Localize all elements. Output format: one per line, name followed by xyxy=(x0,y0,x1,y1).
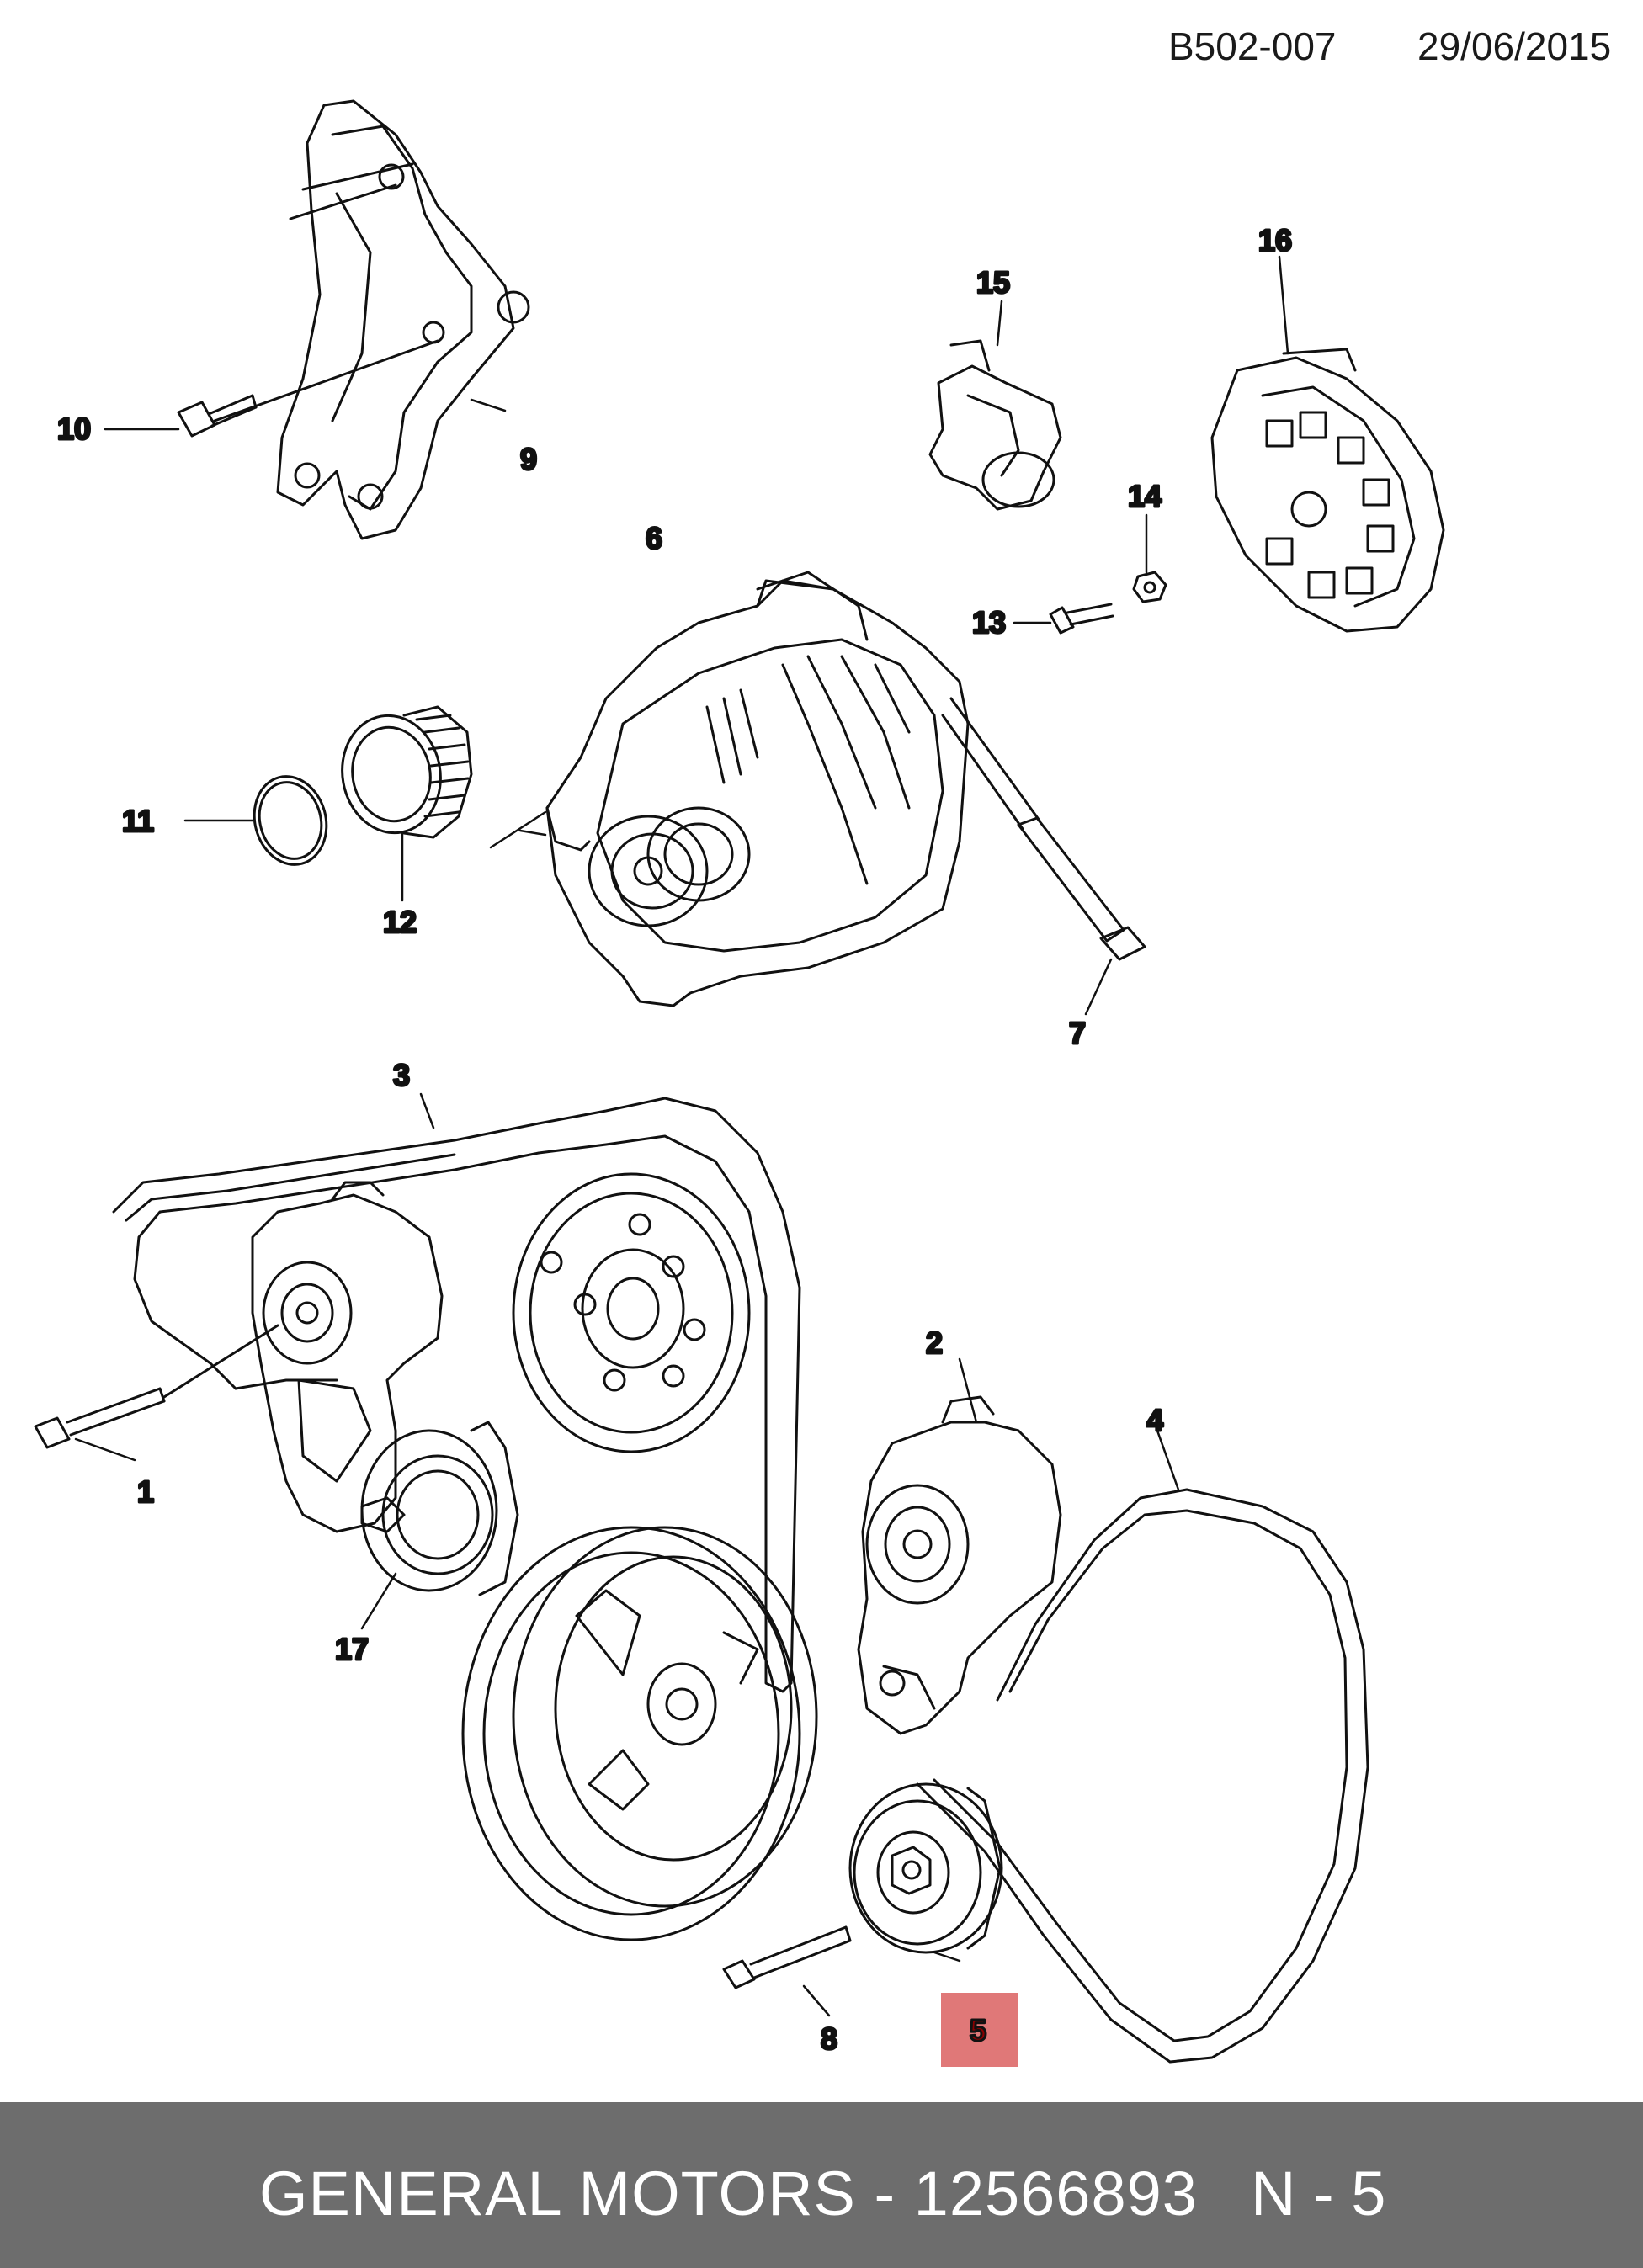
belt-3 xyxy=(112,1097,801,1693)
connector-15 xyxy=(928,339,1062,511)
diagram-date: 29/06/2015 xyxy=(1417,24,1612,68)
callout-17: 17 xyxy=(335,1632,369,1666)
callout-3: 3 xyxy=(393,1058,410,1092)
callout-2: 2 xyxy=(926,1325,943,1360)
callout-15: 15 xyxy=(976,265,1010,300)
callout-16: 16 xyxy=(1258,223,1292,258)
pulley-12 xyxy=(341,705,473,839)
bolt-1 xyxy=(34,1324,279,1449)
bolt-10 xyxy=(177,339,439,438)
idler-pulley-17 xyxy=(360,1421,519,1596)
bolt-7 xyxy=(941,697,1146,961)
belt-4 xyxy=(916,1488,1369,2064)
callout-12: 12 xyxy=(383,905,417,939)
footer-position-ref: N - 5 xyxy=(1251,2159,1386,2228)
tensioner-2 xyxy=(857,1395,1062,1735)
callout-13: 13 xyxy=(972,605,1006,640)
callout-5: 5 xyxy=(970,2013,986,2048)
idler-pulley-5 xyxy=(848,1782,1003,1954)
callout-8: 8 xyxy=(821,2021,837,2056)
leader-lines xyxy=(74,255,1289,2017)
alternator-6 xyxy=(545,571,970,1007)
callout-11: 11 xyxy=(122,804,154,838)
bolt-13 xyxy=(1049,603,1114,635)
diagram-code: B502-007 xyxy=(1168,24,1337,68)
end-cover-16 xyxy=(1210,348,1445,633)
crank-pulley xyxy=(512,1172,751,1453)
callout-1: 1 xyxy=(137,1474,154,1509)
footer-bar: GENERAL MOTORS - 12566893 N - 5 xyxy=(0,2102,1643,2268)
callout-14: 14 xyxy=(1128,479,1162,513)
callout-4: 4 xyxy=(1146,1403,1163,1437)
bolt-8 xyxy=(722,1925,852,1989)
callout-10: 10 xyxy=(57,412,91,446)
callout-7: 7 xyxy=(1069,1016,1086,1050)
idler-assembly-1 xyxy=(251,1181,494,1575)
o-ring-11 xyxy=(253,775,328,866)
footer-part-title: GENERAL MOTORS - 12566893 xyxy=(259,2159,1198,2228)
callout-6: 6 xyxy=(646,521,662,555)
parts-diagram: 10 9 15 16 14 13 6 11 12 7 3 2 4 1 17 8 … xyxy=(34,99,1445,2067)
callout-9: 9 xyxy=(520,442,537,476)
bracket-part xyxy=(276,99,530,540)
callout-5-highlight xyxy=(941,1993,1018,2067)
balancer-pulley xyxy=(461,1526,818,1941)
nut-14 xyxy=(1132,571,1167,603)
